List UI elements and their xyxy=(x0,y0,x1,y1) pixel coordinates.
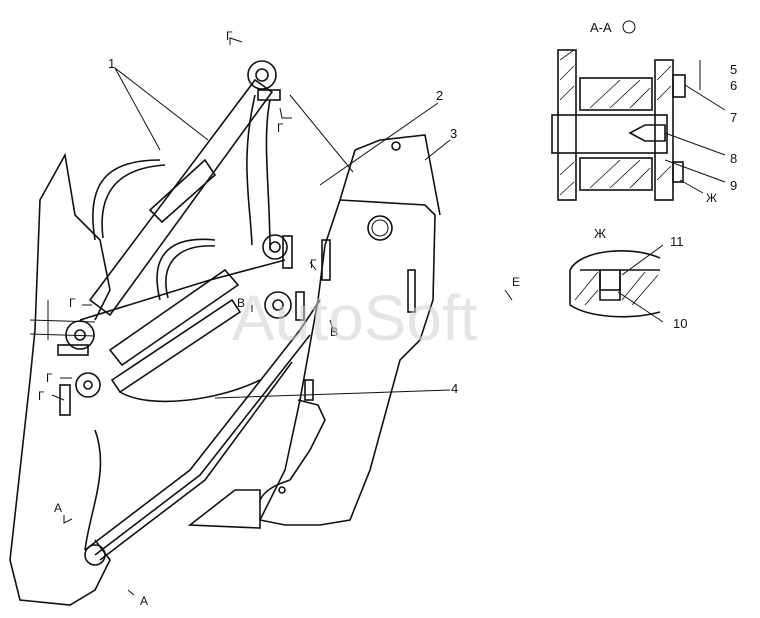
tractor-frame xyxy=(9,152,111,606)
label-8: 8 xyxy=(730,151,737,166)
label-g6: Г xyxy=(310,257,317,271)
ripper-shank xyxy=(187,134,441,529)
section-markers xyxy=(51,37,513,596)
detail-zh xyxy=(569,244,664,323)
label-a2: А xyxy=(140,594,148,608)
label-v1: В xyxy=(237,296,245,310)
label-e1: Е xyxy=(512,275,520,289)
label-6: 6 xyxy=(730,78,737,93)
watermark: AutoSoft xyxy=(232,282,478,354)
section-aa-title: А-А xyxy=(590,20,612,35)
label-7: 7 xyxy=(730,110,737,125)
label-g3: Г xyxy=(69,296,76,310)
label-3: 3 xyxy=(450,126,457,141)
leader-lines xyxy=(114,67,451,399)
lift-linkage xyxy=(57,60,321,566)
section-aa-detail xyxy=(551,20,726,201)
label-4: 4 xyxy=(451,381,458,396)
label-9: 9 xyxy=(730,178,737,193)
label-5: 5 xyxy=(730,62,737,77)
label-g2: Г xyxy=(277,121,284,135)
label-g1: Г xyxy=(226,29,233,43)
callout-labels: 1 2 3 4 5 6 7 8 9 10 11 А-А Ж Ж Г Г Г Г … xyxy=(38,20,737,608)
label-1: 1 xyxy=(108,56,115,71)
label-a1: А xyxy=(54,501,62,515)
label-10: 10 xyxy=(673,316,687,331)
label-2: 2 xyxy=(436,88,443,103)
view-zh-title: Ж xyxy=(594,226,606,241)
section-circle-icon xyxy=(622,20,636,34)
label-zh-small: Ж xyxy=(706,191,717,205)
label-11: 11 xyxy=(670,234,684,249)
label-g5: Г xyxy=(38,389,45,403)
label-g4: Г xyxy=(46,371,53,385)
label-v2: В xyxy=(330,325,338,339)
